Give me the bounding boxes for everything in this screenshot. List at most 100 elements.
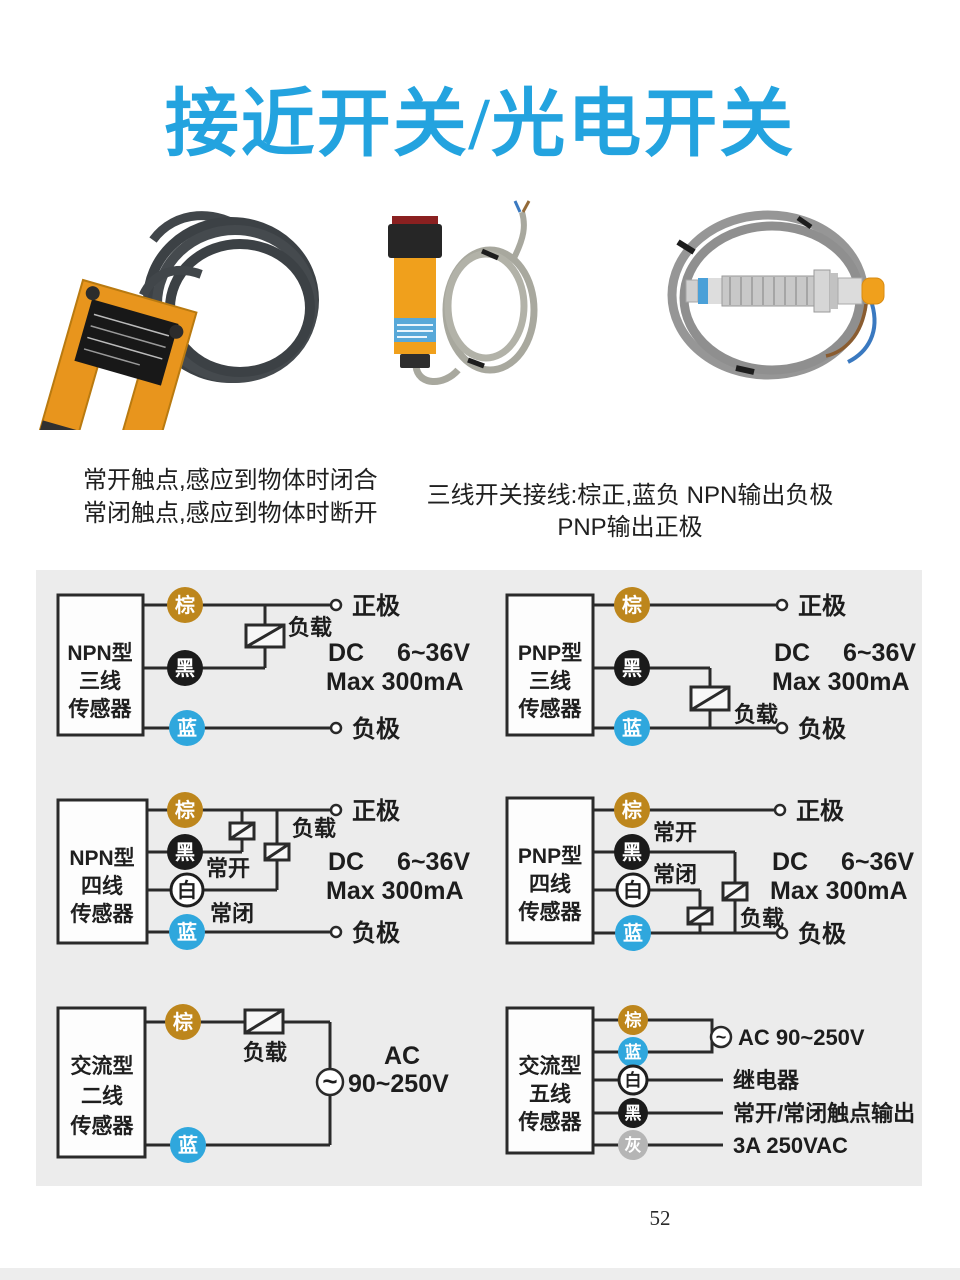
normally-open-label: 常开 (653, 820, 697, 845)
svg-text:棕: 棕 (175, 593, 195, 617)
positive-terminal (775, 598, 789, 612)
load-label: 负载 (243, 1040, 287, 1065)
negative-label: 负极 (352, 920, 400, 947)
white-wire-badge (169, 872, 205, 908)
negative-terminal (329, 721, 343, 735)
svg-text:PNP型: PNP型 (518, 642, 582, 665)
rating-label: 3A 250VAC (733, 1133, 848, 1158)
svg-text:四线: 四线 (81, 874, 123, 898)
wiring-note: 三线开关接线:棕正,蓝负 NPN输出负极 PNP输出正极 (420, 480, 840, 544)
black-wire-badge (618, 1098, 648, 1128)
svg-text:三线: 三线 (529, 669, 571, 693)
svg-text:蓝: 蓝 (622, 717, 642, 740)
positive-terminal (329, 803, 343, 817)
blue-wire-end (513, 200, 522, 213)
svg-text:棕: 棕 (173, 1010, 193, 1034)
sensor-label-plate (74, 299, 179, 386)
svg-text:棕: 棕 (175, 798, 195, 822)
voltage-spec: DC 6~36V (328, 639, 470, 667)
svg-text:白: 白 (177, 878, 197, 902)
svg-text:Max 300mA: Max 300mA (326, 877, 464, 905)
contact-note: 常开触点,感应到物体时闭合 常闭触点,感应到物体时断开 (83, 464, 378, 530)
positive-label: 正极 (796, 798, 844, 825)
sensor-box (56, 798, 149, 945)
diagram-pnp-4-wire: PNP型 四线 传感器 棕 黑 白 蓝 常开 常闭 负载 正极 DC 6~36V… (505, 792, 914, 951)
svg-text:黑: 黑 (622, 841, 642, 864)
svg-text:蓝: 蓝 (177, 921, 197, 944)
page-number: 52 (649, 1206, 671, 1230)
blue-wire-badge (169, 710, 205, 746)
contact-note-line2: 常闭触点,感应到物体时断开 (83, 500, 378, 527)
svg-text:PNP型: PNP型 (518, 845, 582, 868)
normally-closed-label: 常闭 (210, 901, 254, 926)
svg-text:NPN型: NPN型 (69, 847, 134, 870)
negative-terminal (775, 721, 789, 735)
brown-wire-end (825, 303, 868, 358)
normally-open-label: 常开 (206, 856, 250, 881)
black-wire-badge (614, 650, 650, 686)
svg-text:五线: 五线 (529, 1082, 571, 1106)
svg-text:DC 6~36V: DC 6~36V (774, 639, 916, 667)
svg-text:棕: 棕 (622, 593, 642, 617)
svg-text:黑: 黑 (625, 1104, 642, 1123)
mounting-hole (85, 286, 100, 301)
svg-text:黑: 黑 (175, 657, 195, 680)
sensor-box (505, 796, 595, 945)
brown-wire-end (521, 200, 531, 213)
diagram-ac-2-wire: 交流型 二线 传感器 棕 蓝 ~ 负载 AC 90~250V (56, 1004, 449, 1163)
load-label: 负载 (288, 615, 332, 640)
svg-text:白: 白 (623, 878, 643, 902)
brown-wire-badge (167, 792, 203, 828)
white-wire-badge (615, 872, 651, 908)
ac-voltage-label: 90~250V (348, 1070, 449, 1098)
negative-terminal (775, 926, 789, 940)
black-wire-badge (167, 834, 203, 870)
diagram-ac-5-wire: 交流型 五线 传感器 棕 蓝 白 黑 灰 ~ AC 90~250V 继电器 常开… (505, 1005, 915, 1160)
hex-nut (813, 269, 831, 313)
svg-text:~: ~ (716, 1027, 727, 1047)
diagram-pnp-3-wire: PNP型 三线 传感器 棕 黑 蓝 负载 正极 DC 6~36V Max 300… (505, 587, 916, 746)
svg-text:DC 6~36V: DC 6~36V (772, 848, 914, 876)
contact-output-label: 常开/常闭触点输出 (733, 1101, 915, 1126)
brown-wire-badge (167, 587, 203, 623)
cable-tie (735, 365, 755, 375)
svg-text:传感器: 传感器 (70, 902, 135, 926)
diagram-npn-4-wire: NPN型 四线 传感器 棕 黑 白 蓝 常开 常闭 负载 正极 DC 6~36V… (56, 792, 470, 950)
brown-wire-badge (614, 587, 650, 623)
blue-wire-end (847, 303, 877, 364)
black-wire-badge (614, 834, 650, 870)
svg-text:蓝: 蓝 (178, 1134, 198, 1157)
svg-text:传感器: 传感器 (518, 900, 583, 924)
positive-terminal (329, 598, 343, 612)
negative-label: 负极 (798, 716, 846, 743)
cable-tie (480, 248, 500, 261)
threaded-barrel (721, 275, 815, 307)
load-label: 负载 (734, 702, 778, 727)
sensing-face (685, 279, 699, 303)
svg-text:蓝: 蓝 (623, 922, 643, 945)
svg-text:传感器: 传感器 (518, 1110, 583, 1134)
orange-cap (861, 277, 885, 305)
relay-label: 继电器 (733, 1068, 800, 1093)
blue-wire-badge (169, 914, 205, 950)
proximity-sensor-photo (667, 210, 885, 380)
diagram-npn-3-wire: NPN型 三线 传感器 棕 黑 蓝 负载 正极 DC 6~36V Max 300… (56, 587, 470, 746)
cable-tie (796, 215, 813, 230)
svg-text:传感器: 传感器 (68, 697, 133, 721)
wiring-note-line2: PNP输出正极 (557, 514, 703, 541)
blue-wire-badge (615, 915, 651, 951)
load-label: 负载 (740, 906, 784, 931)
normally-closed-label: 常闭 (653, 862, 697, 887)
contact-note-line1: 常开触点,感应到物体时闭合 (83, 467, 378, 494)
ac-label: AC (384, 1042, 420, 1070)
negative-terminal (329, 925, 343, 939)
svg-text:三线: 三线 (79, 669, 121, 693)
blue-wire-badge (618, 1037, 648, 1067)
ac-source-symbol (709, 1025, 733, 1049)
negative-label: 负极 (352, 716, 400, 743)
positive-label: 正极 (352, 798, 400, 825)
svg-text:棕: 棕 (622, 798, 642, 822)
svg-text:四线: 四线 (529, 872, 571, 896)
positive-terminal (773, 803, 787, 817)
mounting-hole (169, 324, 184, 339)
